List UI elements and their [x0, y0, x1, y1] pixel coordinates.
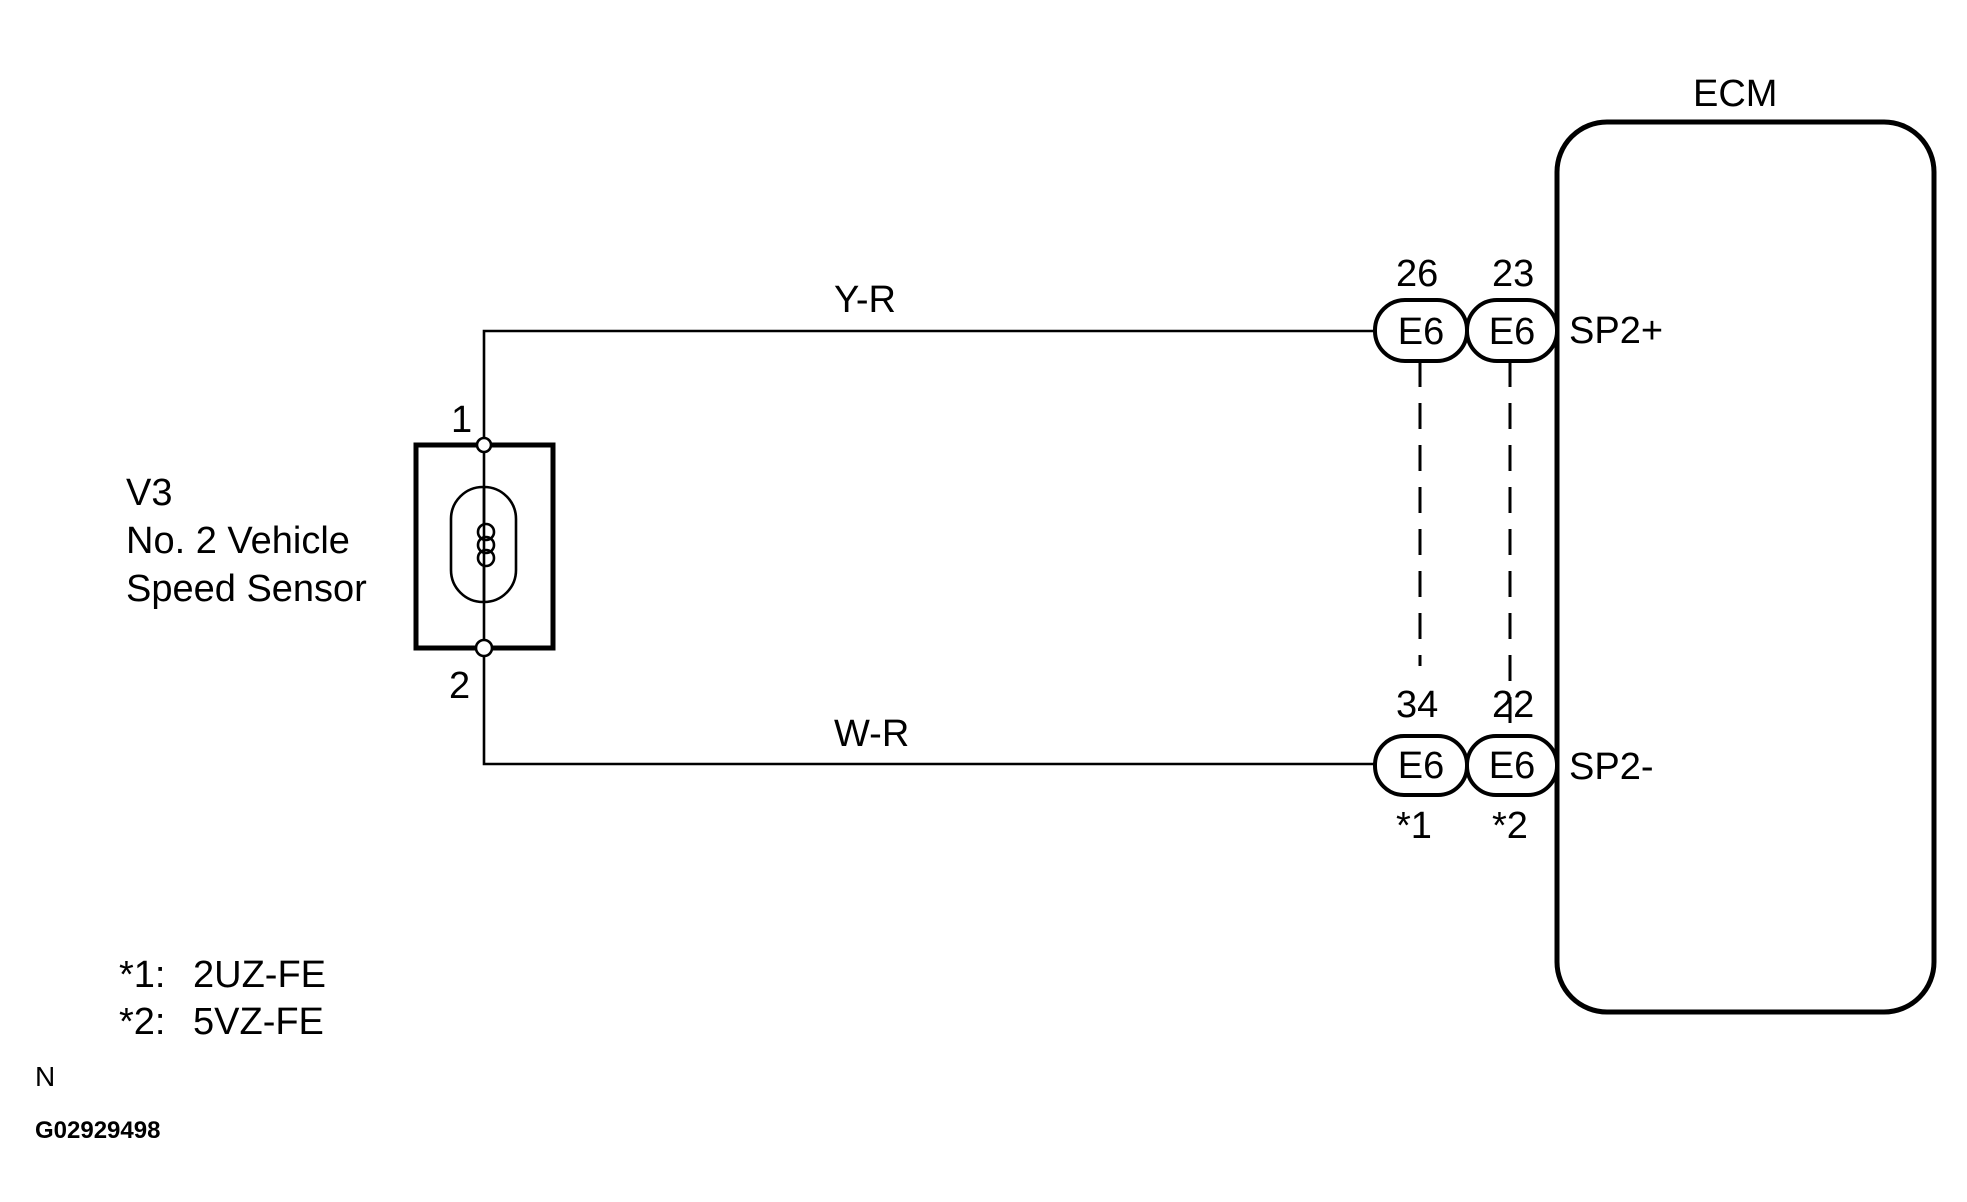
sensor-name-line2: Speed Sensor	[126, 568, 367, 610]
connector-top-right-name: E6	[1489, 311, 1535, 353]
wire-bottom-color: W-R	[834, 713, 909, 755]
sensor-pin-1-label: 1	[451, 399, 472, 441]
sensor-code: V3	[126, 472, 172, 514]
wire-top-color: Y-R	[834, 279, 896, 321]
connector-bottom-right-name: E6	[1489, 745, 1535, 787]
connector-bottom-right-note: *2	[1492, 805, 1528, 847]
sensor-pin-1-terminal	[475, 436, 493, 454]
connector-bottom-right	[1465, 734, 1559, 797]
connector-bottom-left-note: *1	[1396, 805, 1432, 847]
note-1-key: *1:	[119, 954, 165, 996]
terminal-sp2-minus: SP2-	[1569, 746, 1653, 788]
sensor-pin-2-label: 2	[449, 665, 470, 707]
connector-bottom-right-pin: 22	[1492, 684, 1534, 726]
sensor-name-line1: No. 2 Vehicle	[126, 520, 350, 562]
terminal-sp2-plus: SP2+	[1569, 310, 1663, 352]
wire-bottom	[482, 656, 1375, 766]
connector-top-right-pin: 23	[1492, 253, 1534, 295]
connector-top-left-name: E6	[1398, 311, 1444, 353]
ecm-label: ECM	[1693, 73, 1777, 115]
note-1-value: 2UZ-FE	[193, 954, 326, 996]
connector-bottom-left-pin: 34	[1396, 684, 1438, 726]
note-2-key: *2:	[119, 1001, 165, 1043]
connector-top-left-pin: 26	[1396, 253, 1438, 295]
ecm-box	[1554, 119, 1937, 1015]
connector-top-right	[1465, 298, 1559, 363]
footer-letter: N	[35, 1061, 55, 1092]
connector-bottom-left-name: E6	[1398, 745, 1444, 787]
wire-top	[482, 329, 1375, 438]
note-2-value: 5VZ-FE	[193, 1001, 324, 1043]
figure-id: G02929498	[35, 1117, 160, 1144]
coil-icon	[476, 487, 496, 602]
sensor-pin-2-terminal	[474, 638, 494, 658]
